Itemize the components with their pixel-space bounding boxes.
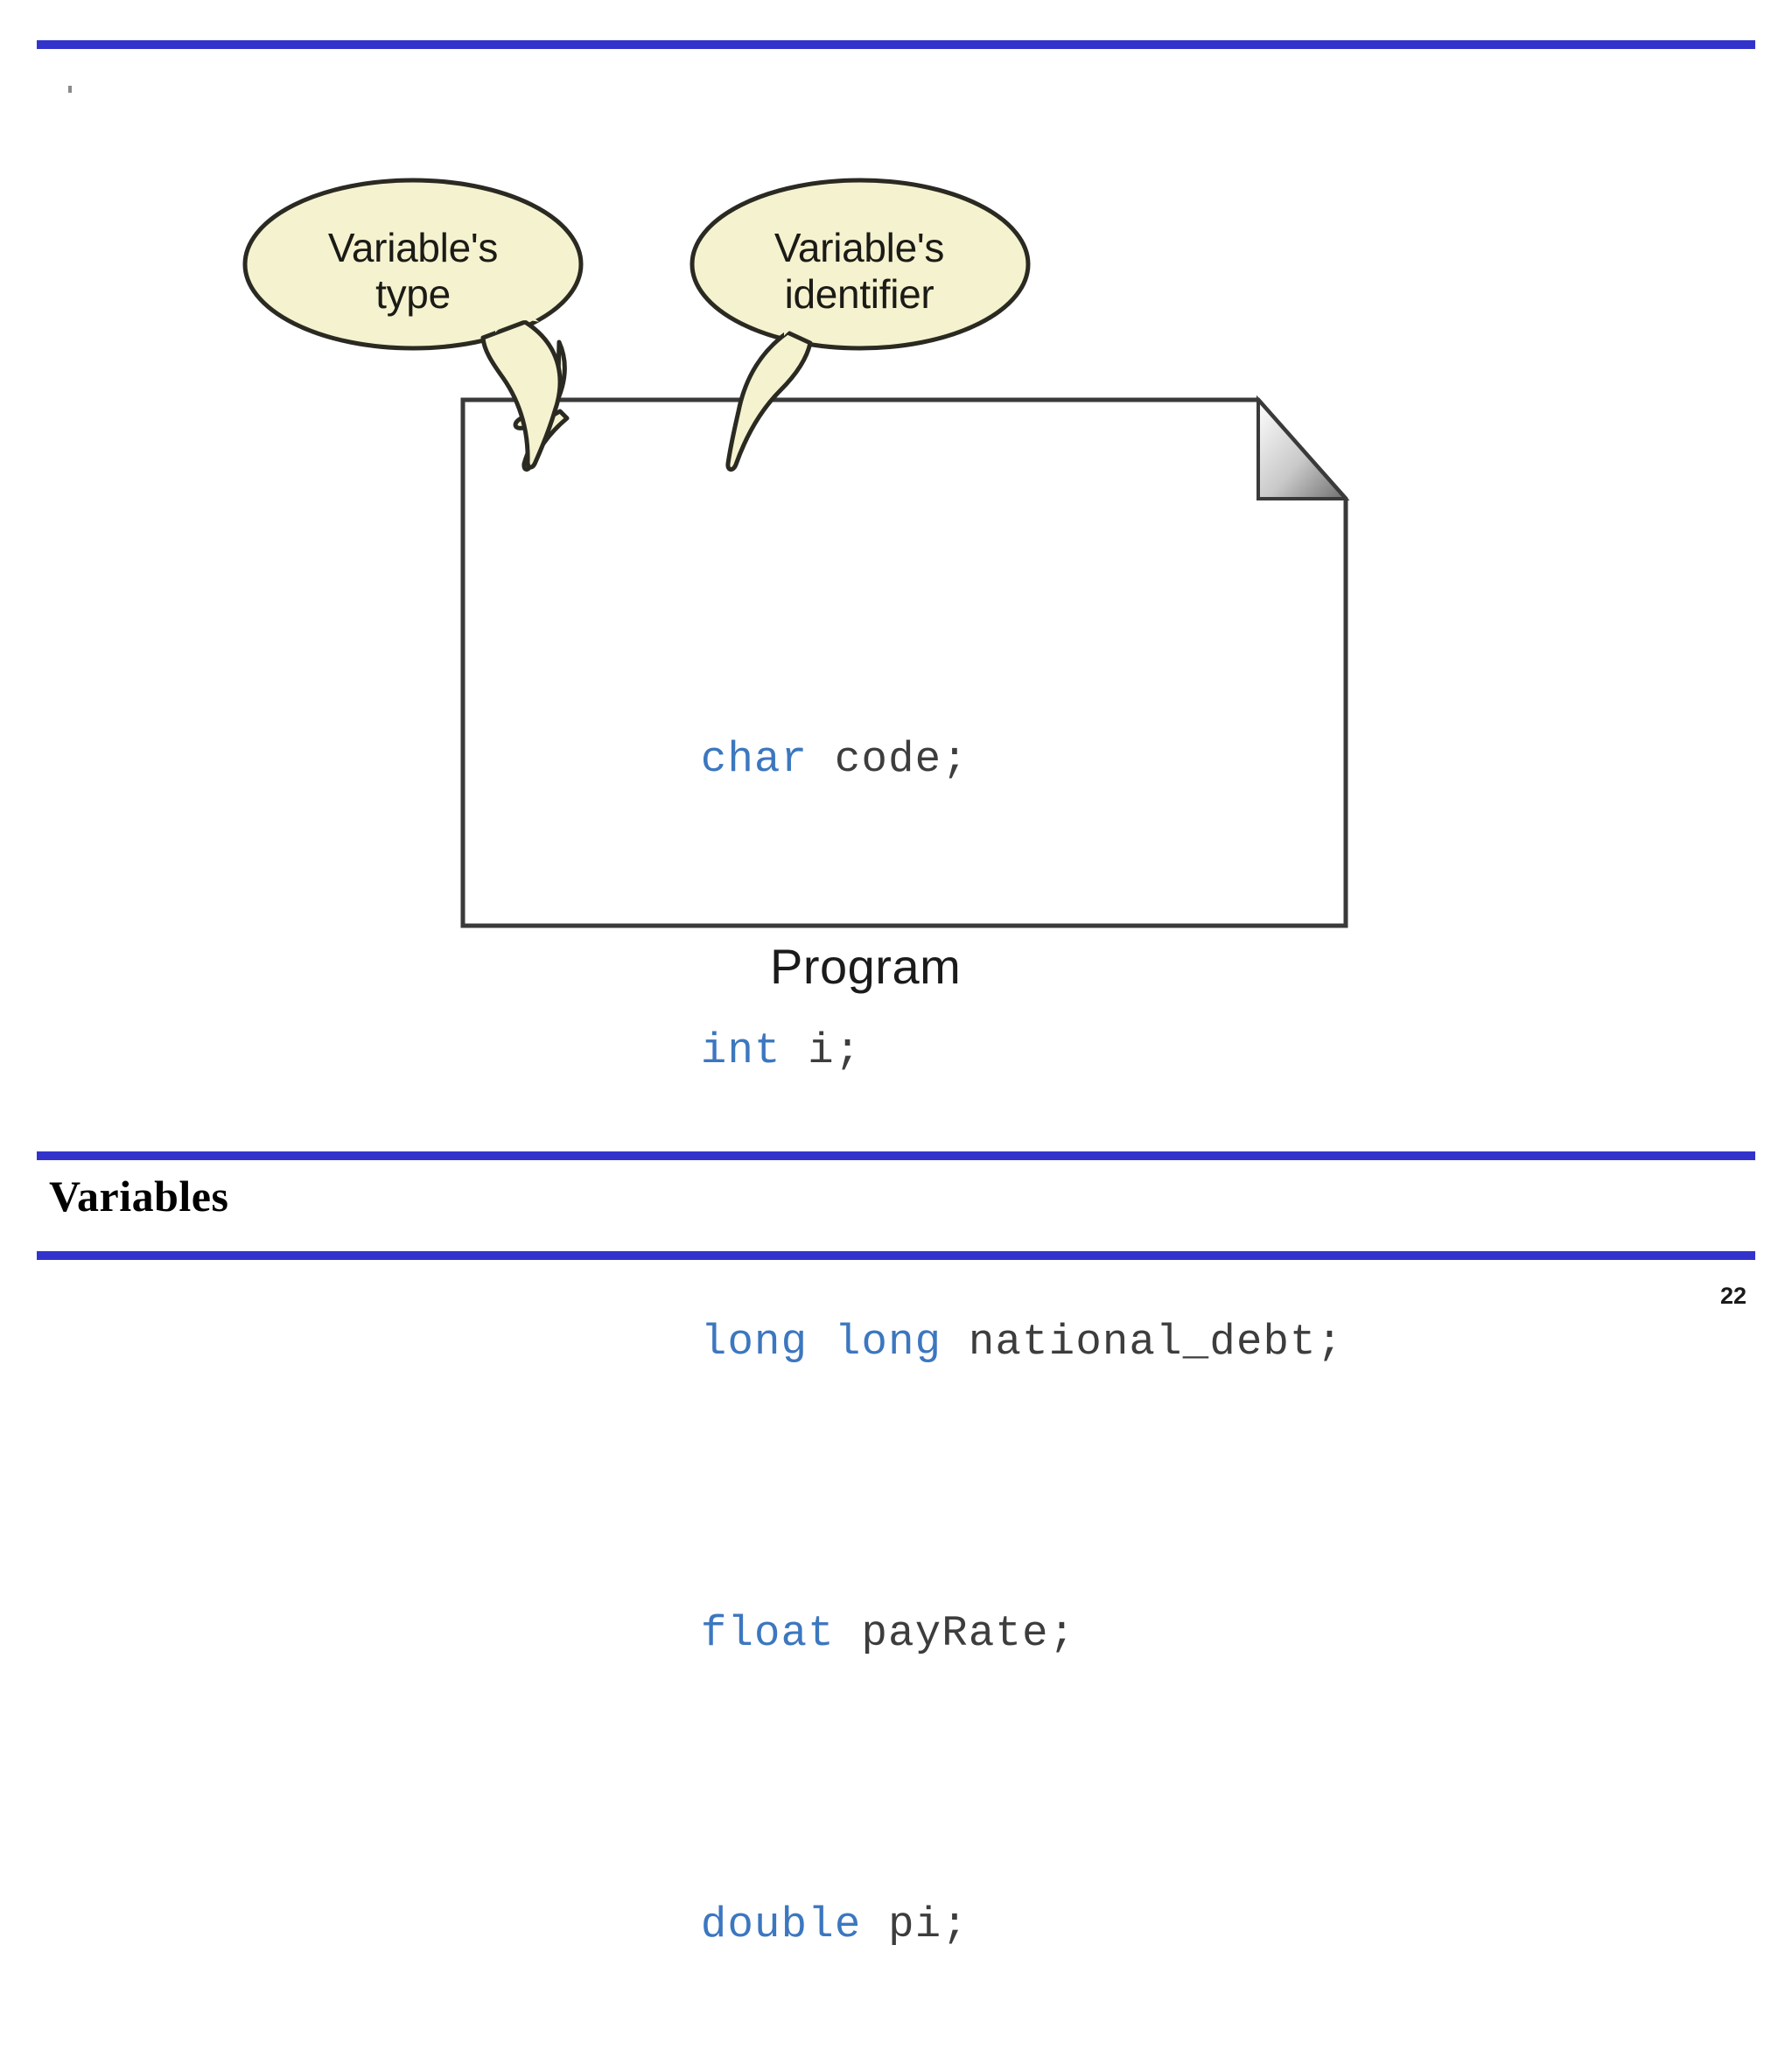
slide-footer-title: Variables — [49, 1172, 229, 1221]
code-line: double pi; — [486, 1780, 1362, 1949]
variables-diagram: Variable's type Variable's identifier ch… — [242, 178, 1350, 1949]
code-keyword: double — [700, 1900, 862, 1949]
slide-root: Variable's type Variable's identifier ch… — [37, 40, 1755, 1949]
code-identifier: national_debt; — [942, 1318, 1344, 1367]
footer-bottom-rule — [37, 1251, 1755, 1260]
page-number: 22 — [1719, 1283, 1746, 1309]
code-line: long long national_debt; — [486, 1197, 1362, 1367]
code-keyword: long long — [700, 1318, 942, 1367]
callout-variables-identifier-shape — [690, 178, 1031, 472]
program-code-block: char code; int i; long long national_deb… — [486, 420, 1362, 2071]
decorative-tick — [68, 86, 72, 93]
program-caption: Program — [770, 939, 962, 994]
footer-top-rule — [37, 1151, 1755, 1160]
code-keyword: int — [700, 1026, 781, 1075]
program-page-shape — [460, 395, 1350, 928]
callout-variables-type-shape — [242, 178, 584, 472]
callout-label-variables-identifier: Variable's identifier — [774, 225, 945, 317]
code-line: float payRate; — [486, 1488, 1362, 1658]
code-identifier: code; — [808, 735, 969, 784]
code-line: int i; — [486, 906, 1362, 1075]
code-keyword: float — [700, 1609, 835, 1658]
code-keyword: char — [700, 735, 808, 784]
code-identifier: payRate; — [834, 1609, 1076, 1658]
code-line: char code; — [486, 614, 1362, 784]
callout-label-variables-type: Variable's type — [327, 225, 499, 317]
code-identifier: i; — [780, 1026, 862, 1075]
top-rule — [37, 40, 1755, 49]
code-identifier: pi; — [861, 1900, 969, 1949]
